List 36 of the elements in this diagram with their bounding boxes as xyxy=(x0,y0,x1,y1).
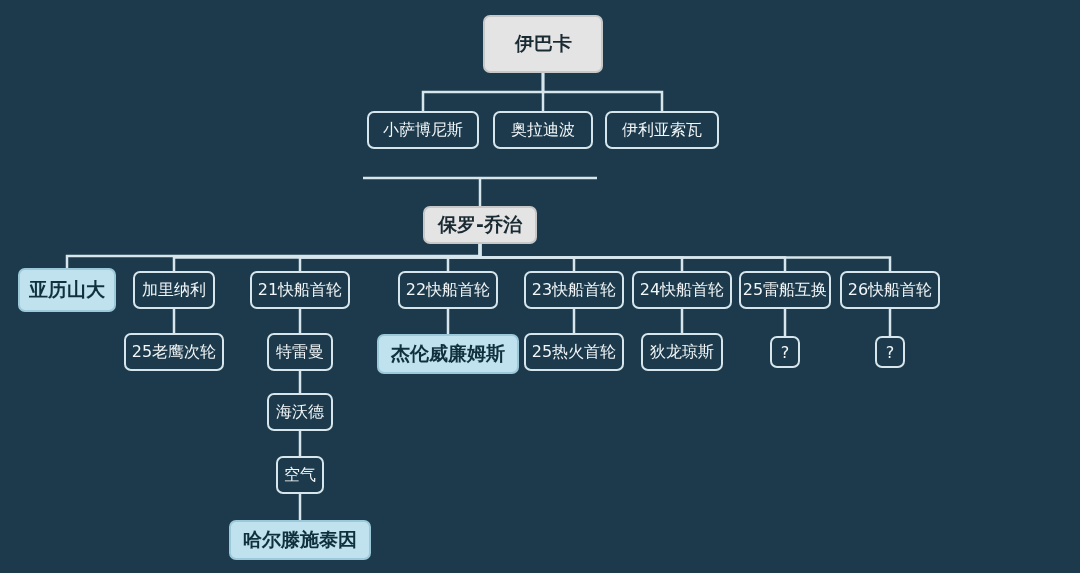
name-box: 奥拉迪波 xyxy=(493,111,593,149)
connector-line xyxy=(298,309,302,333)
connector-line xyxy=(298,371,302,393)
name-box: 小萨博尼斯 xyxy=(367,111,479,149)
name-box: 空气 xyxy=(276,456,324,494)
name-box: 25雷船互换 xyxy=(739,271,831,309)
name-box: 21快船首轮 xyxy=(250,271,350,309)
connector-line xyxy=(478,178,482,206)
name-box: 22快船首轮 xyxy=(398,271,498,309)
name-box: 加里纳利 xyxy=(133,271,215,309)
name-box: 25老鹰次轮 xyxy=(124,333,224,371)
connector-line xyxy=(888,309,892,336)
name-box: 24快船首轮 xyxy=(632,271,732,309)
name-box: ? xyxy=(875,336,905,368)
name-box: 海沃德 xyxy=(267,393,333,431)
name-box: 25热火首轮 xyxy=(524,333,624,371)
connector-line xyxy=(172,309,176,333)
name-box: 特雷曼 xyxy=(267,333,333,371)
connector-line xyxy=(541,73,664,111)
name-box: 杰伦威廉姆斯 xyxy=(377,334,519,374)
connector-line xyxy=(572,309,576,333)
name-box: 伊利亚索瓦 xyxy=(605,111,719,149)
connector-line xyxy=(680,309,684,333)
name-box: 伊巴卡 xyxy=(483,15,603,73)
name-box: 26快船首轮 xyxy=(840,271,940,309)
connector-line xyxy=(298,431,302,456)
name-box: 亚历山大 xyxy=(18,268,116,312)
name-box: 哈尔滕施泰因 xyxy=(229,520,371,560)
connector-line xyxy=(783,309,787,336)
connector-line xyxy=(478,244,892,271)
name-box: 狄龙琼斯 xyxy=(641,333,723,371)
name-box: 保罗-乔治 xyxy=(423,206,537,244)
connector-line xyxy=(298,494,302,520)
name-box: 23快船首轮 xyxy=(524,271,624,309)
name-box: ? xyxy=(770,336,800,368)
connector-line xyxy=(446,309,450,334)
